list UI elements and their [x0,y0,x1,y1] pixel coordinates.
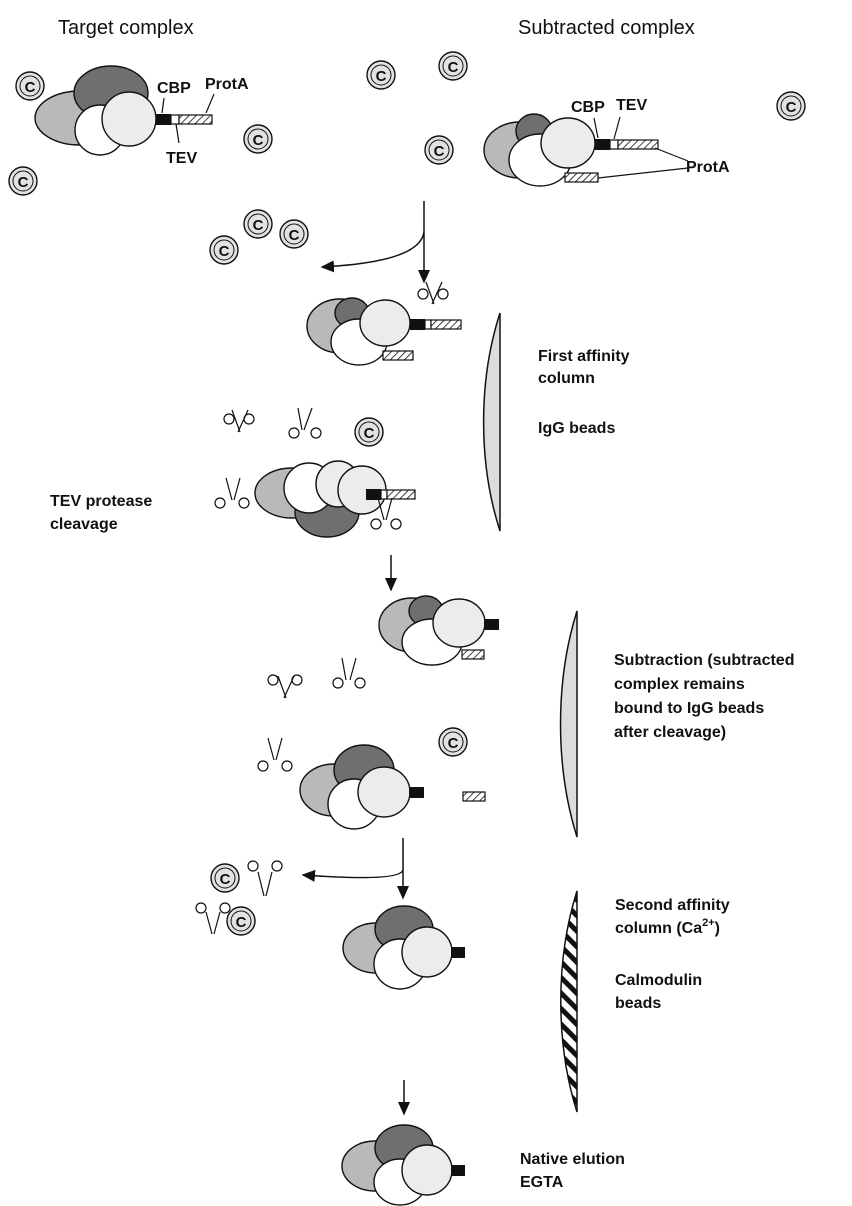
cleaved-prota-fragment [463,792,485,801]
bound-subtracted-complex-1 [307,298,461,365]
cbp-label-sub: CBP [571,99,605,116]
wash-arrow-3 [303,838,403,898]
contaminant-c: C [280,220,308,248]
target-complex-header: Target complex [58,17,194,39]
scissors-icon [268,675,302,698]
svg-text:C: C [18,174,29,191]
contaminant-c: C [210,236,238,264]
igg-beads-label: IgG beads [538,420,615,437]
svg-text:C: C [253,132,264,149]
svg-text:C: C [253,217,264,234]
wash-arrow-1 [322,201,424,282]
cbp-label: CBP [157,80,191,97]
svg-text:C: C [448,735,459,752]
contaminant-c: C [777,92,805,120]
contaminant-c: C [244,210,272,238]
svg-text:C: C [25,79,36,96]
bound-target-complex-2 [343,906,465,989]
scissors-icon [196,903,230,934]
scissors-icon [418,282,448,304]
prota-label: ProtA [205,76,249,93]
prota-tag-sub-2 [565,173,598,182]
subtracted-complex [484,114,688,186]
contaminant-c: C [439,728,467,756]
svg-text:C: C [434,143,445,160]
contaminant-c: C [227,907,255,935]
calmodulin-bead [561,891,577,1112]
scissors-icon [333,658,365,688]
contaminant-c: C [367,61,395,89]
svg-text:C: C [448,59,459,76]
contaminant-c: C [425,136,453,164]
scissors-icon [224,410,254,432]
prota-tag [179,115,212,124]
eluted-target-complex [342,1125,465,1205]
prota-label-sub: ProtA [686,159,730,176]
prota-tag-sub [618,140,658,149]
subtracted-complex-header: Subtracted complex [518,17,695,39]
scissors-icon [289,408,321,438]
svg-text:C: C [220,871,231,888]
cbp-tag-sub [595,139,610,150]
svg-text:C: C [376,68,387,85]
bound-subtracted-complex-2 [379,596,499,665]
contaminant-c: C [355,418,383,446]
contaminant-c: C [9,167,37,195]
scissors-icon [258,738,292,771]
contaminant-c: C [211,864,239,892]
scissors-icon [215,478,249,508]
svg-text:C: C [786,99,797,116]
igg-bead-1 [484,313,500,531]
contaminant-c: C [439,52,467,80]
scissors-icon [248,861,282,896]
tev-label: TEV [166,150,197,167]
svg-text:C: C [289,227,300,244]
tev-site [171,115,179,124]
contaminant-c: C [244,125,272,153]
contaminant-c: C [16,72,44,100]
svg-text:C: C [236,914,247,931]
igg-bead-2 [561,611,577,837]
cbp-tag [156,114,171,125]
tev-label-sub: TEV [616,97,647,114]
svg-text:C: C [219,243,230,260]
svg-text:C: C [364,425,375,442]
released-target-complex [300,745,424,829]
